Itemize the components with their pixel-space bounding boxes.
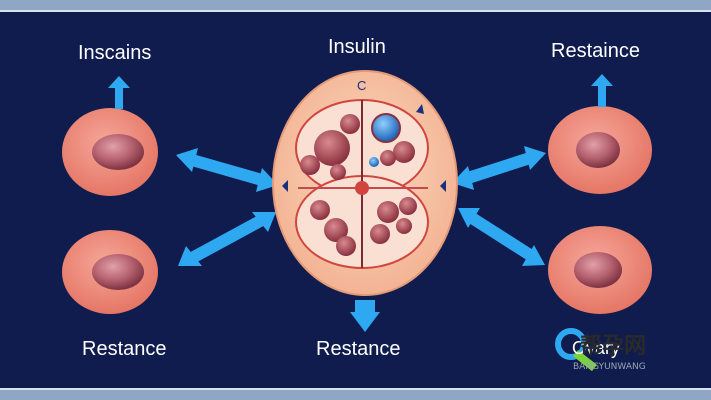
nucleus-bottom-left	[92, 254, 144, 290]
nucleus-top-left	[92, 134, 144, 170]
cell-bottom-right	[548, 226, 652, 314]
label-top-center: Insulin	[328, 36, 386, 58]
label-bottom-left: Restance	[82, 338, 167, 360]
double-arrow-left-upper	[176, 148, 278, 192]
label-bottom-center: Restance	[316, 338, 401, 360]
label-top-right: Restaince	[551, 40, 640, 62]
nucleus-bottom-right	[574, 252, 622, 288]
cell-top-left	[62, 108, 158, 196]
label-bottom-right: Ovary	[572, 338, 621, 358]
double-arrow-right-upper	[452, 146, 546, 190]
cell-top-right	[548, 106, 652, 194]
ovary-illustration	[272, 70, 458, 296]
small-mark-left	[282, 180, 288, 192]
cell-bottom-left	[62, 230, 158, 314]
down-arrow-center	[350, 300, 380, 332]
label-top-left: Inscains	[78, 42, 152, 64]
small-mark-top-right	[416, 104, 424, 114]
center-small-label: C	[357, 78, 367, 93]
double-arrow-right-lower	[458, 208, 545, 266]
up-arrow-right	[591, 74, 613, 107]
nucleus-top-right	[576, 132, 620, 168]
watermark-logo-icon	[555, 328, 597, 372]
small-mark-right	[440, 180, 446, 192]
watermark-chinese: 帮孕网	[580, 333, 647, 358]
up-arrow-left	[108, 76, 130, 109]
double-arrow-left-lower	[178, 212, 276, 266]
watermark-pinyin: BANGYUNWANG	[573, 362, 646, 372]
